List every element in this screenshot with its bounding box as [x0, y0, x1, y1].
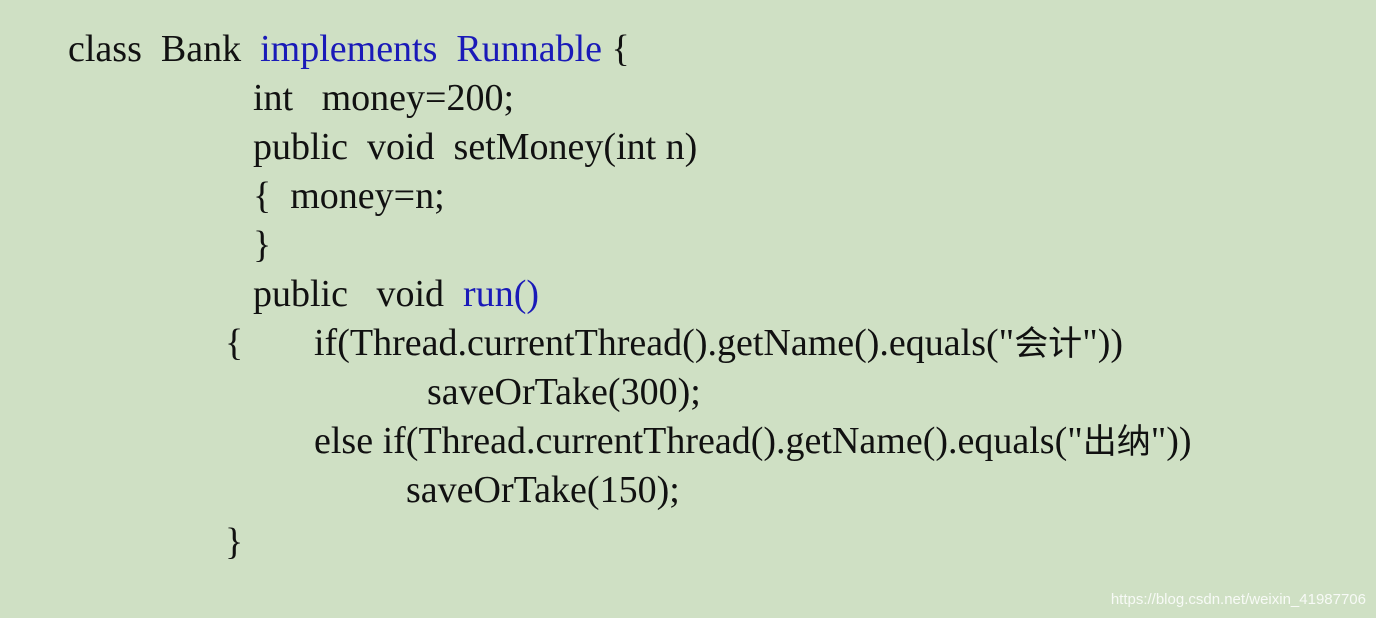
modifier-public: public: [253, 126, 348, 168]
watermark: https://blog.csdn.net/weixin_41987706: [1110, 591, 1366, 608]
return-void: void: [376, 273, 445, 315]
keyword-implements: implements: [260, 28, 438, 70]
close-brace: }: [253, 224, 272, 266]
interface-name: Runnable: [456, 28, 603, 70]
if-condition-pre: if(Thread.currentThread().getName().equa…: [314, 322, 1015, 364]
close-brace: }: [225, 521, 244, 563]
code-line-class-decl: class Bank implements Runnable {: [68, 27, 630, 71]
keyword-class: class: [68, 28, 142, 70]
modifier-public: public: [253, 273, 348, 315]
class-name: Bank: [160, 28, 242, 70]
thread-name-cashier: 出纳: [1082, 422, 1151, 462]
open-brace: {: [225, 322, 244, 364]
code-line-setmoney-sig: public void setMoney(int n): [253, 125, 697, 169]
code-line-close-brace-run: }: [225, 520, 243, 564]
method-signature: setMoney(int n): [453, 126, 698, 168]
field-decl: money=200;: [321, 77, 515, 119]
thread-name-accountant: 会计: [1014, 324, 1083, 364]
statement: saveOrTake(150);: [406, 469, 680, 511]
open-brace: {: [611, 28, 630, 70]
code-line-close-brace: }: [253, 223, 271, 267]
return-void: void: [366, 126, 435, 168]
code-line-setmoney-body: { money=n;: [253, 174, 445, 218]
else-if-condition-post: ")): [1150, 420, 1192, 462]
code-line-save-150: saveOrTake(150);: [406, 468, 680, 512]
statement: money=n;: [290, 175, 445, 217]
code-line-save-300: saveOrTake(300);: [427, 370, 701, 414]
type-int: int: [253, 77, 294, 119]
code-line-if: if(Thread.currentThread().getName().equa…: [314, 321, 1123, 366]
statement: saveOrTake(300);: [427, 371, 701, 413]
code-line-brace-if: {: [225, 321, 243, 365]
code-line-field: int money=200;: [253, 76, 514, 120]
if-condition-post: ")): [1082, 322, 1124, 364]
code-line-else-if: else if(Thread.currentThread().getName()…: [314, 419, 1192, 464]
open-brace: {: [253, 175, 272, 217]
else-if-condition-pre: else if(Thread.currentThread().getName()…: [314, 420, 1083, 462]
code-line-run-sig: public void run(): [253, 272, 539, 316]
method-run: run(): [463, 273, 540, 315]
